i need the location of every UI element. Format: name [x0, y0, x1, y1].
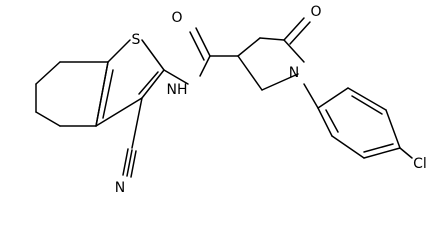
amide-nh-label: NH	[167, 82, 188, 98]
atom-labels: S O O NH N N Cl	[115, 4, 427, 196]
sulfur-label: S	[132, 32, 141, 48]
nitrile-nitrogen-label: N	[115, 180, 125, 196]
nitrile-group	[122, 97, 143, 178]
bond	[363, 147, 401, 159]
bond-triple	[122, 148, 129, 176]
bond	[385, 109, 401, 149]
pyrrolidinone-ring	[237, 17, 311, 91]
ring-nitrogen-label: N	[289, 65, 299, 81]
bond	[131, 97, 143, 149]
bond	[261, 73, 299, 91]
bond-triple	[130, 150, 137, 178]
bond-double	[289, 21, 311, 45]
bond	[259, 37, 285, 41]
bond	[331, 135, 365, 159]
bond	[237, 37, 261, 57]
bond	[317, 107, 333, 137]
bond-double	[351, 95, 383, 115]
bond	[283, 17, 305, 41]
bond	[399, 147, 413, 159]
bond	[199, 55, 211, 77]
bond	[107, 39, 131, 63]
bond	[35, 111, 61, 127]
bond-double	[325, 109, 339, 133]
bond	[95, 61, 109, 127]
bond	[35, 61, 61, 85]
bond	[283, 39, 305, 63]
bond	[347, 87, 387, 111]
molecule-canvas: S O O NH N N Cl	[35, 4, 427, 196]
thiophene-ring	[95, 39, 165, 127]
bond	[163, 69, 189, 85]
bond	[237, 55, 263, 91]
bond	[141, 39, 165, 71]
structure-diagram: S O O NH N N Cl	[35, 4, 427, 196]
bond-double	[138, 71, 159, 95]
bond-double	[189, 31, 205, 61]
amide-linkage	[163, 27, 239, 85]
chlorophenyl-ring	[303, 83, 413, 159]
amide-oxygen-label: O	[171, 10, 182, 26]
chlorine-label: Cl	[413, 156, 427, 172]
bond-double	[102, 69, 114, 119]
bond	[317, 87, 349, 109]
bond-triple	[126, 149, 133, 177]
bond-double	[363, 143, 394, 153]
lactam-oxygen-label: O	[310, 4, 321, 20]
bond	[141, 69, 165, 99]
bond	[95, 97, 143, 127]
bond	[195, 27, 211, 57]
bond	[303, 83, 319, 109]
